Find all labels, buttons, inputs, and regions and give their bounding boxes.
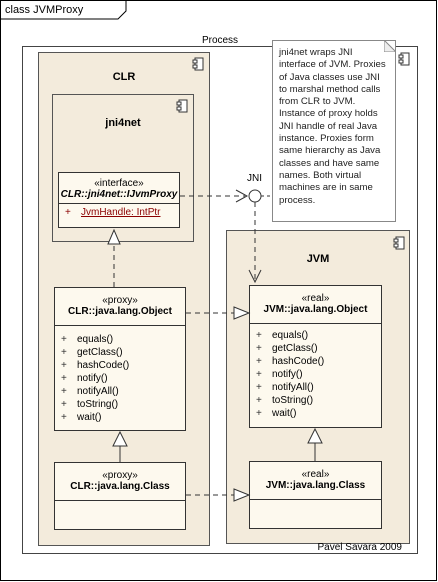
clr-object-operations: + equals() + getClass() + hashCode() + notif…	[55, 326, 185, 424]
clr-class-stereotype: «proxy»	[102, 470, 138, 481]
operation-row: + getClass()	[256, 342, 381, 355]
operation-name: notifyAll()	[77, 386, 119, 397]
attribute-visibility: +	[65, 207, 71, 218]
operation-row: + notifyAll()	[256, 381, 381, 394]
jvm-class-stereotype: «real»	[301, 469, 330, 480]
jvm-object-name: JVM::java.lang.Object	[263, 304, 368, 315]
jni4net-component-icon	[176, 99, 188, 113]
jni-interface-lollipop	[248, 189, 262, 203]
operation-visibility: +	[256, 369, 262, 380]
realization-arrowhead	[107, 228, 121, 245]
operation-row: + getClass()	[61, 346, 185, 359]
proxy-link-arrowhead	[233, 306, 251, 320]
jni-to-jvm-object-arrowhead	[248, 269, 262, 284]
jni4net-title: jni4net	[105, 117, 141, 129]
operation-row: + wait()	[256, 407, 381, 420]
jni-label: JNI	[247, 173, 262, 184]
ijvmproxy-interface[interactable]: «interface» CLR::jni4net::IJvmProxy + Jvm…	[58, 172, 180, 228]
jvm-object-operations: + equals() + getClass() + hashCode() + notif…	[250, 324, 381, 420]
operation-row: + equals()	[256, 329, 381, 342]
operation-visibility: +	[256, 343, 262, 354]
ijvmproxy-attribute-row: + JvmHandle: IntPtr	[65, 206, 179, 219]
operation-name: hashCode()	[272, 356, 325, 367]
operation-visibility: +	[61, 334, 67, 345]
process-title: Process	[201, 35, 239, 46]
operation-row: + toString()	[61, 398, 185, 411]
jvm-class-class[interactable]: «real» JVM::java.lang.Class	[249, 461, 382, 529]
operation-name: getClass()	[77, 347, 123, 358]
author-footer: Pavel Savara 2009	[317, 542, 402, 553]
clr-object-name: CLR::java.lang.Object	[68, 306, 172, 317]
jvm-component-icon	[393, 236, 405, 250]
operation-visibility: +	[256, 330, 262, 341]
ijvmproxy-header: «interface» CLR::jni4net::IJvmProxy	[59, 173, 179, 204]
process-component-icon	[398, 52, 410, 66]
operation-name: toString()	[77, 399, 119, 410]
jvm-title: JVM	[306, 253, 330, 265]
operation-name: hashCode()	[77, 360, 130, 371]
note-corner	[384, 40, 396, 52]
jvm-object-header: «real» JVM::java.lang.Object	[250, 286, 381, 324]
operation-visibility: +	[61, 399, 67, 410]
operation-row: + wait()	[61, 411, 185, 424]
operation-name: notify()	[77, 373, 108, 384]
class-proxy-arrowhead	[233, 488, 251, 502]
clr-object-header: «proxy» CLR::java.lang.Object	[55, 288, 185, 326]
clr-class-header: «proxy» CLR::java.lang.Class	[55, 463, 185, 501]
operation-visibility: +	[61, 373, 67, 384]
ijvmproxy-attributes: + JvmHandle: IntPtr	[59, 204, 179, 219]
jvmhandle-attribute: JvmHandle: IntPtr	[81, 207, 161, 218]
jvm-generalization-arrowhead	[307, 427, 323, 444]
operation-visibility: +	[256, 356, 262, 367]
operation-name: equals()	[272, 330, 309, 341]
operation-name: getClass()	[272, 343, 318, 354]
jvm-class-name: JVM::java.lang.Class	[265, 480, 366, 491]
operation-row: + hashCode()	[256, 355, 381, 368]
clr-class-class[interactable]: «proxy» CLR::java.lang.Class	[54, 462, 186, 530]
operation-name: wait()	[272, 408, 297, 419]
jvm-class-header: «real» JVM::java.lang.Class	[250, 462, 381, 500]
operation-name: toString()	[272, 395, 314, 406]
operation-visibility: +	[256, 395, 262, 406]
operation-visibility: +	[61, 386, 67, 397]
operation-name: notifyAll()	[272, 382, 314, 393]
jni-dependency-arrowhead	[235, 189, 249, 203]
clr-title: CLR	[112, 71, 136, 83]
clr-generalization-arrowhead	[112, 430, 128, 447]
operation-row: + toString()	[256, 394, 381, 407]
frame-title: class JVMProxy	[5, 4, 84, 16]
operation-visibility: +	[61, 360, 67, 371]
operation-row: + notify()	[256, 368, 381, 381]
operation-row: + equals()	[61, 333, 185, 346]
frame-tab	[0, 0, 127, 20]
operation-row: + notify()	[61, 372, 185, 385]
ijvmproxy-stereotype: «interface»	[94, 178, 144, 189]
clr-object-class[interactable]: «proxy» CLR::java.lang.Object + equals() …	[54, 287, 186, 431]
operation-row: + notifyAll()	[61, 385, 185, 398]
jvm-object-stereotype: «real»	[301, 293, 330, 304]
operation-name: equals()	[77, 334, 114, 345]
operation-visibility: +	[256, 408, 262, 419]
operation-name: wait()	[77, 412, 102, 423]
ijvmproxy-name: CLR::jni4net::IJvmProxy	[60, 189, 178, 200]
jvm-object-class[interactable]: «real» JVM::java.lang.Object + equals() +…	[249, 285, 382, 428]
operation-visibility: +	[61, 347, 67, 358]
clr-class-name: CLR::java.lang.Class	[70, 481, 170, 492]
operation-visibility: +	[61, 412, 67, 423]
clr-component-icon	[192, 57, 204, 71]
operation-visibility: +	[256, 382, 262, 393]
description-note[interactable]: jni4net wraps JNI interface of JVM. Prox…	[272, 40, 396, 222]
operation-row: + hashCode()	[61, 359, 185, 372]
operation-name: notify()	[272, 369, 303, 380]
clr-object-stereotype: «proxy»	[102, 295, 138, 306]
